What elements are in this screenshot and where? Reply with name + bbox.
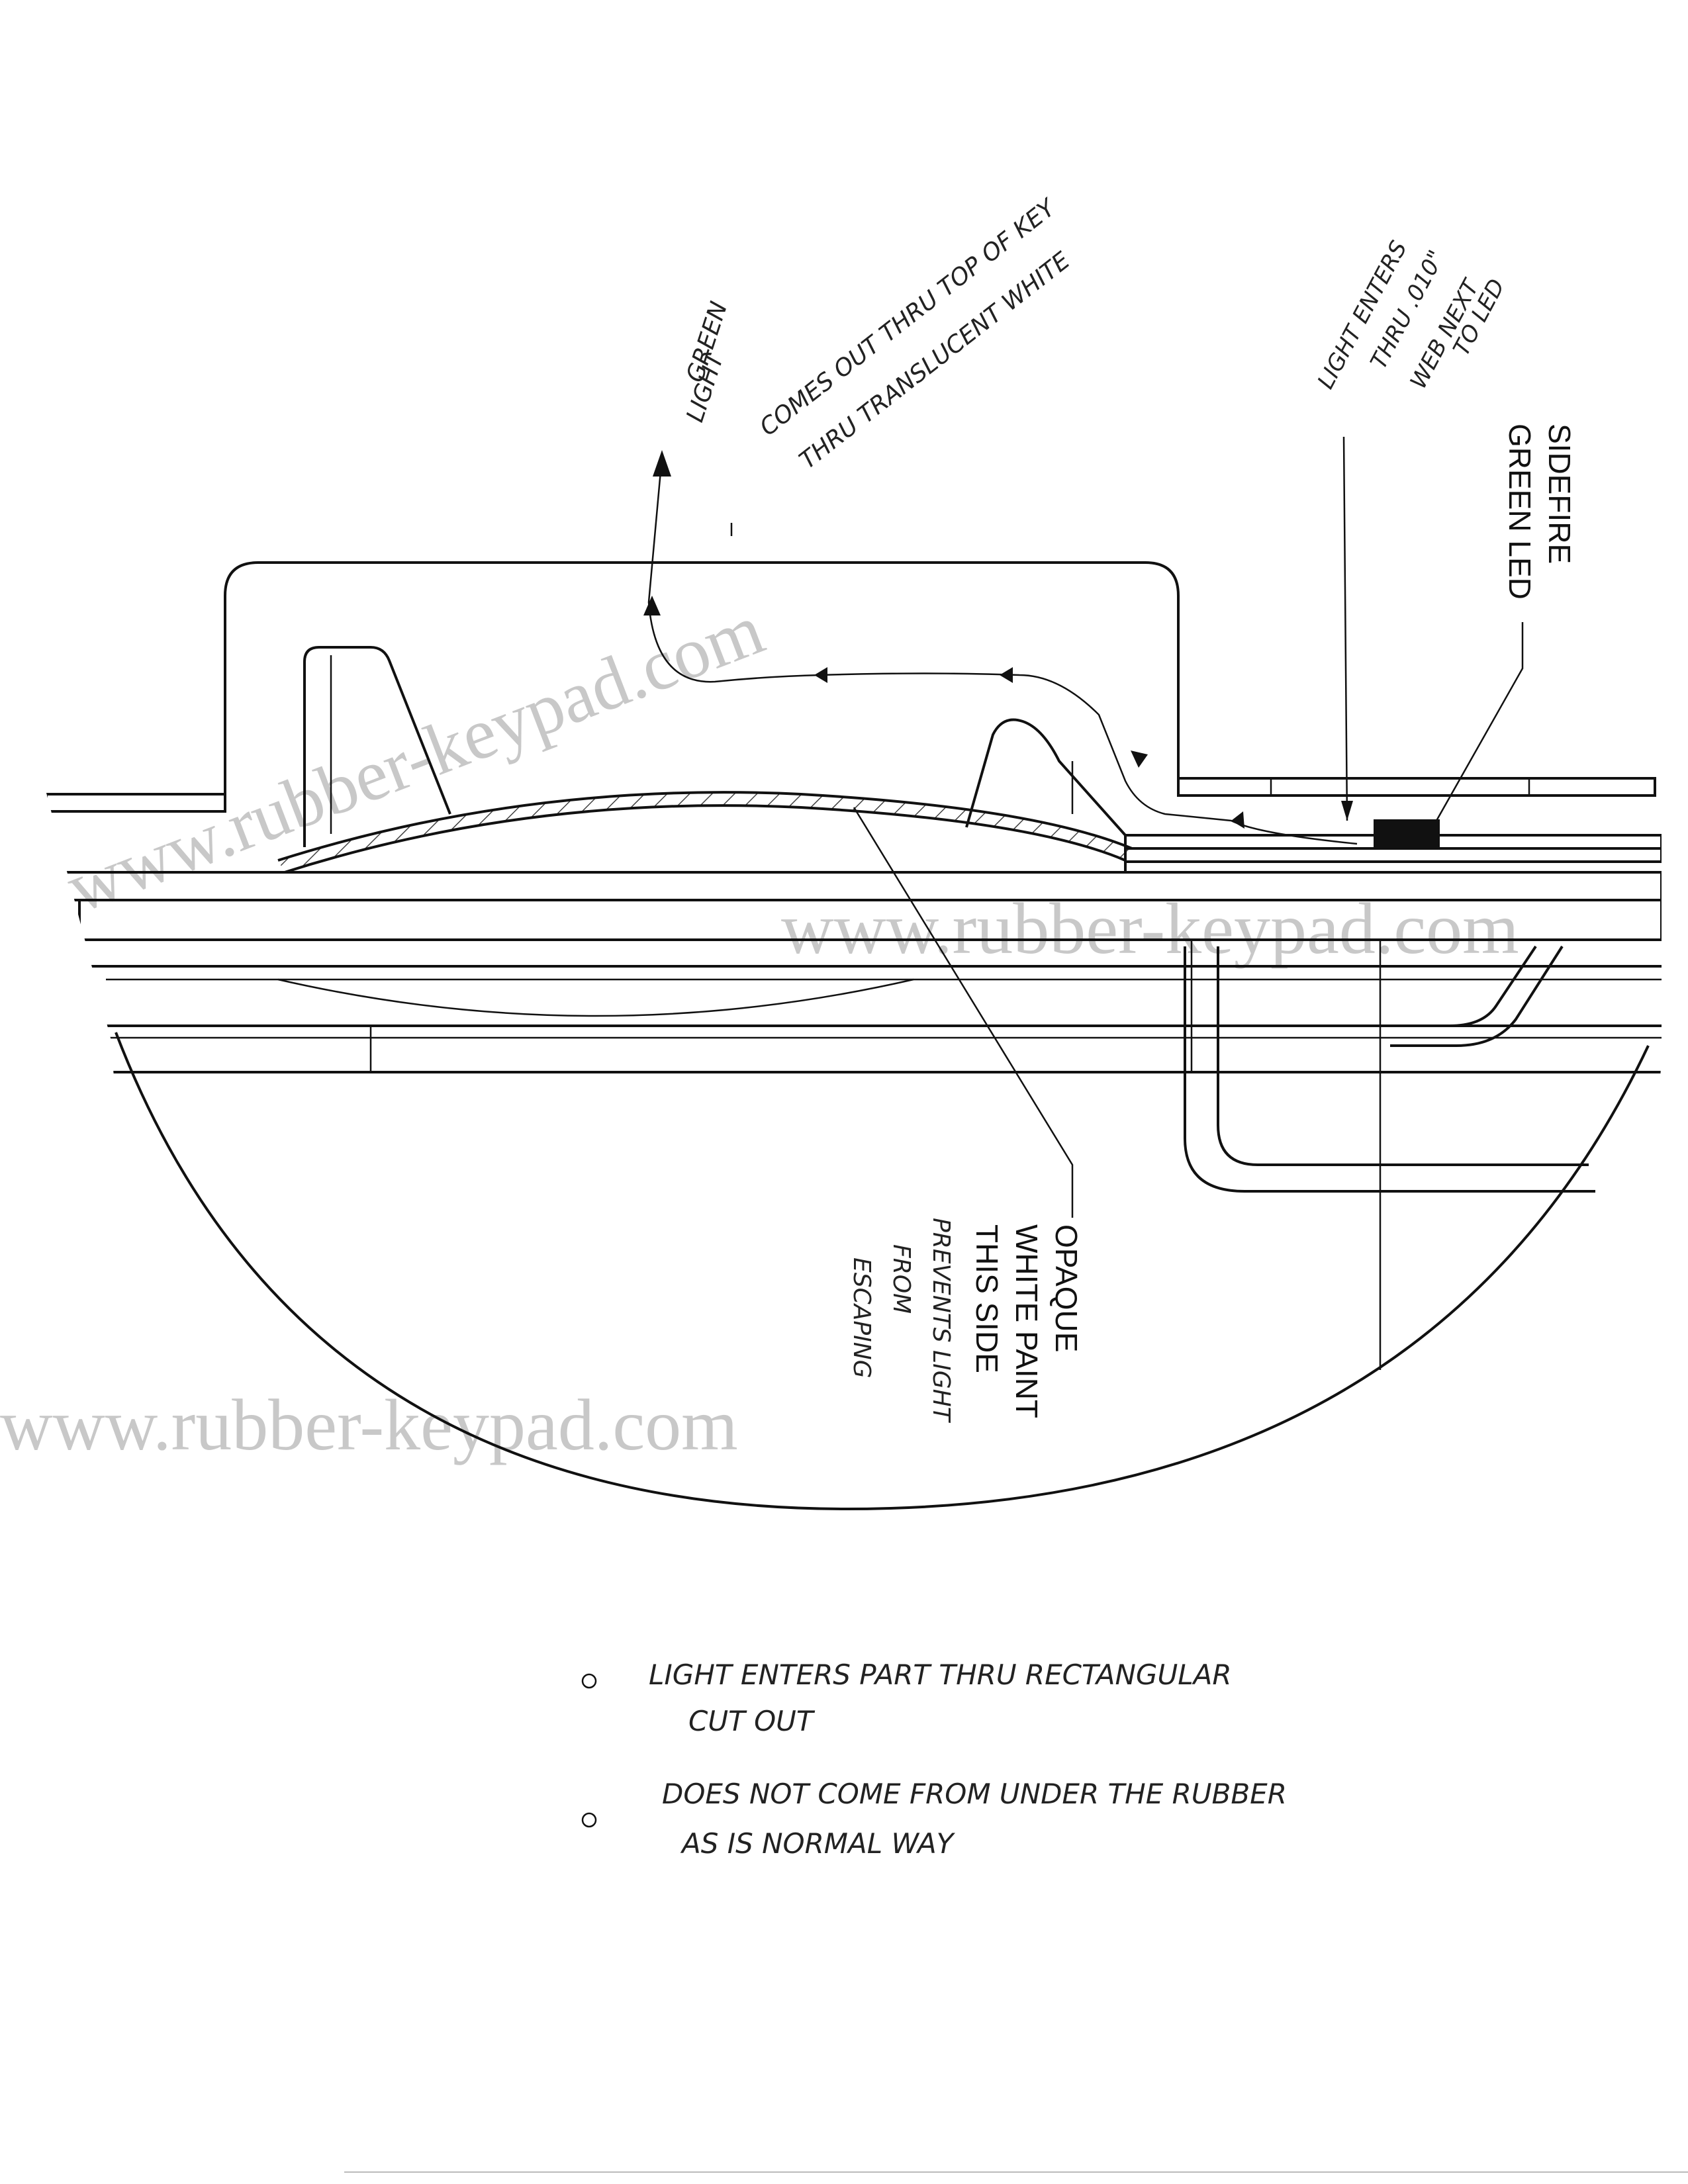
sidefire-label: SIDEFIRE GREEN LED: [1503, 424, 1577, 600]
svg-text:ESCAPING: ESCAPING: [848, 1257, 875, 1379]
bullet-2: [581, 1812, 597, 1828]
opaque-label: OPAQUE WHITE PAINT THIS SIDE: [970, 1224, 1084, 1418]
note-2-line-1: DOES NOT COME FROM UNDER THE RUBBER: [662, 1778, 1287, 1810]
watermark-3: www.rubber-keypad.com: [0, 1385, 738, 1465]
led-leader: [1342, 436, 1348, 821]
opaque-leader: [853, 807, 1074, 1218]
bullet-1: [581, 1673, 597, 1689]
opaque-handwritten: PREVENTS LIGHT FROM ESCAPING: [848, 1218, 955, 1424]
svg-text:WHITE PAINT: WHITE PAINT: [1009, 1224, 1044, 1418]
key-plunger: [303, 646, 451, 847]
light-path-arrows: [643, 450, 1244, 829]
light-enters-note: LIGHT ENTERS THRU .010" WEB NEXT TO LED: [1313, 236, 1511, 393]
svg-text:PREVENTS LIGHT: PREVENTS LIGHT: [927, 1218, 955, 1424]
svg-text:COMES OUT THRU TOP OF KEY: COMES OUT THRU TOP OF KEY: [755, 193, 1062, 441]
watermark-2: www.rubber-keypad.com: [781, 888, 1519, 969]
key-cap-outline: [224, 561, 1180, 811]
green-light-note: GREEN LIGHT COMES OUT THRU TOP OF KEY TH…: [682, 193, 1076, 475]
svg-text:SIDEFIRE: SIDEFIRE: [1542, 424, 1577, 564]
note-1-line-1: LIGHT ENTERS PART THRU RECTANGULAR: [649, 1659, 1232, 1691]
sidefire-leader: [1435, 622, 1524, 821]
svg-text:OPAQUE: OPAQUE: [1049, 1224, 1084, 1352]
svg-text:THIS SIDE: THIS SIDE: [970, 1224, 1004, 1373]
sidefire-led: [1374, 819, 1440, 847]
svg-text:FROM: FROM: [888, 1244, 915, 1314]
note-1-line-2: CUT OUT: [688, 1705, 816, 1737]
detail-circle-outline: [115, 1032, 1650, 1511]
notes: LIGHT ENTERS PART THRU RECTANGULAR CUT O…: [581, 1659, 1287, 1860]
note-2-line-2: AS IS NORMAL WAY: [680, 1827, 956, 1860]
svg-text:GREEN LED: GREEN LED: [1503, 424, 1537, 600]
watermark-1: www.rubber-keypad.com: [56, 588, 774, 928]
